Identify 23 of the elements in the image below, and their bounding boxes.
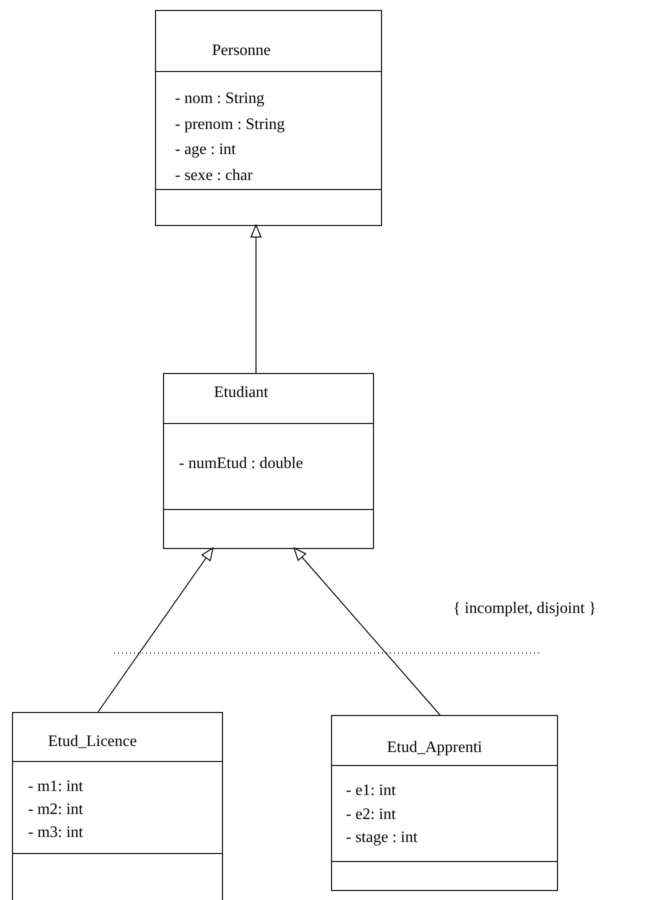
attribute-text: - age : int [175,141,236,159]
class-box [331,715,558,891]
generalization-arrow [250,224,262,374]
class-name: Etud_Licence [48,733,137,751]
attribute-text: - e2: int [346,806,396,824]
generalization-arrow [294,548,440,716]
class-name: Etud_Apprenti [387,739,482,757]
attribute-text: - nom : String [175,90,264,108]
attribute-text: - stage : int [346,829,418,847]
attribute-text: - numEtud : double [179,455,303,473]
attribute-text: - sexe : char [175,166,253,184]
attribute-text: - m3: int [28,824,84,842]
class-name: Etudiant [214,384,268,402]
class-box [163,373,374,549]
attribute-text: - m1: int [28,778,84,796]
class-box [12,712,223,900]
attribute-text: - m2: int [28,801,84,819]
generalization-arrow [98,548,214,712]
class-name: Personne [212,42,271,60]
class-box [155,10,382,226]
attribute-text: - e1: int [346,782,396,800]
constraint-label: { incomplet, disjoint } [453,600,596,618]
attribute-text: - prenom : String [175,116,285,134]
